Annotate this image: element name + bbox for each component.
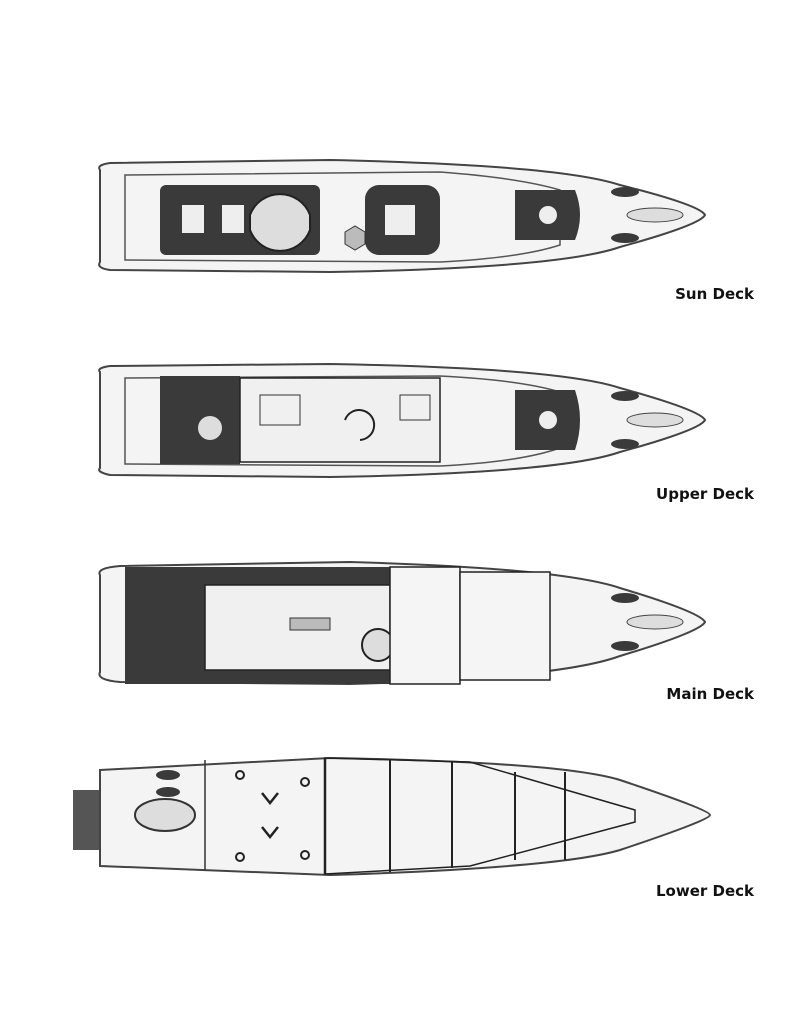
lower-deck-label: Lower Deck [655, 882, 754, 900]
upper-deck-label: Upper Deck [656, 485, 754, 503]
main-deck-label: Main Deck [666, 685, 754, 703]
sun-deck-label: Sun Deck [675, 285, 754, 303]
sun-deck-plan: Sun Deck [0, 0, 800, 320]
sun-deck-drawing [98, 158, 707, 274]
